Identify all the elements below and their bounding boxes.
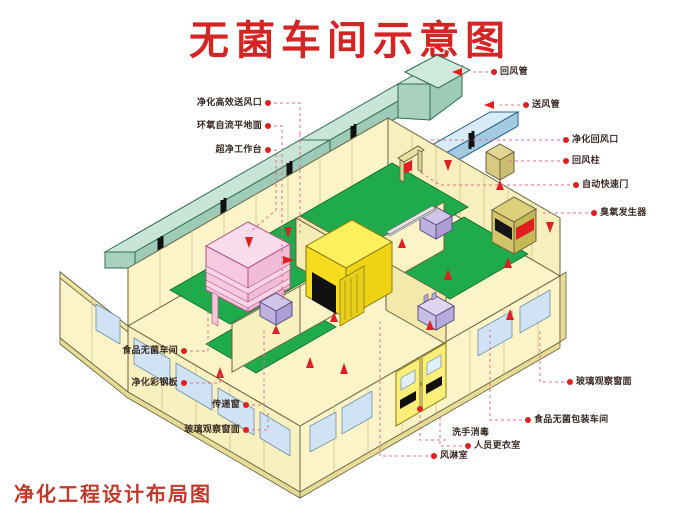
leader-dot <box>243 402 249 408</box>
leader-dot <box>523 102 529 108</box>
label-hand-wash-disinfect: 洗手消毒 <box>452 428 490 438</box>
label-return-air-column: 回风柱 <box>572 156 600 166</box>
label-food-sterile-packaging-workshop: 食品无菌包装车间 <box>534 415 609 425</box>
leader-dot <box>491 69 497 75</box>
leader-dot <box>525 417 531 423</box>
right-outer-wall-edge <box>559 271 567 343</box>
leader-dot <box>465 443 471 449</box>
label-ozone-generator: 臭氧发生器 <box>600 208 647 218</box>
label-epoxy-floor: 环氧自流平地面 <box>196 121 262 131</box>
leader-dot <box>181 348 187 354</box>
hand-wash-disinfect-unit <box>416 291 456 331</box>
footnote-caption: 净化工程设计布局图 <box>14 482 212 506</box>
air-shower-room <box>304 219 394 327</box>
pass-through-window-box <box>258 292 294 334</box>
page-title: 无菌车间示意图 <box>189 18 511 64</box>
leader-dot <box>265 123 271 129</box>
label-purification-color-steel-plate: 净化彩钢板 <box>131 378 178 388</box>
label-glass-observation-window-right: 玻璃观察窗面 <box>576 377 632 387</box>
label-air-shower-room: 风淋室 <box>440 451 468 461</box>
personnel-changing-room-door <box>395 342 447 427</box>
label-food-sterile-workshop: 食品无菌车间 <box>122 346 178 356</box>
leader-dot <box>265 147 271 153</box>
leader-dot <box>573 182 579 188</box>
ozone-generator <box>490 196 538 255</box>
leader-arrowheads <box>452 68 494 109</box>
label-return-air-duct: 回风管 <box>500 67 528 77</box>
return-air-column <box>484 143 516 190</box>
clean-bench <box>204 221 292 327</box>
label-personnel-changing-room: 人员更衣室 <box>474 441 521 451</box>
leader-dot <box>431 453 437 459</box>
leader-lines <box>184 71 594 457</box>
leader-dot <box>243 427 249 433</box>
automatic-fast-door <box>397 145 425 183</box>
leader-dot <box>563 158 569 164</box>
leader-dot <box>265 100 271 106</box>
airflow-arrows <box>216 160 554 378</box>
leader-dot <box>417 406 423 412</box>
leader-dot <box>591 210 597 216</box>
leader-dot <box>563 137 569 143</box>
leader-dot <box>181 380 187 386</box>
label-glass-observation-window-left: 玻璃观察窗面 <box>184 425 240 435</box>
label-supply-air-duct: 送风管 <box>532 100 560 110</box>
label-hepa-supply-outlet: 净化高效送风口 <box>196 98 262 108</box>
label-automatic-fast-door: 自动快速门 <box>582 180 629 190</box>
ceiling-rail <box>385 205 437 248</box>
label-pass-through-window: 传递窗 <box>212 400 240 410</box>
label-clean-bench: 超净工作台 <box>215 145 262 155</box>
front-left-outer-wall <box>59 270 301 499</box>
leader-dot <box>567 379 573 385</box>
label-purification-return-air-outlet: 净化回风口 <box>572 135 619 145</box>
